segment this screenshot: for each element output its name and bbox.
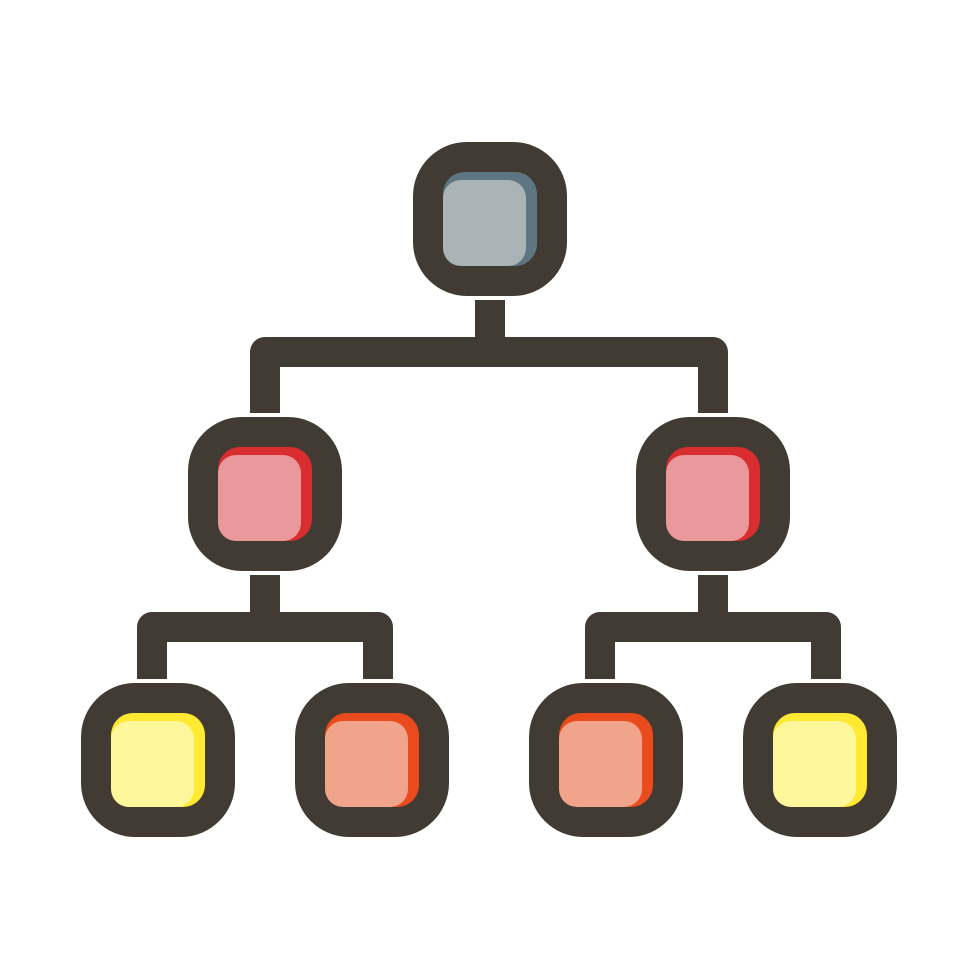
leaf-node-icon xyxy=(77,679,239,841)
connector-line-4 xyxy=(137,612,393,705)
node-fill xyxy=(218,455,301,541)
connector-line-6 xyxy=(585,612,841,705)
node-fill xyxy=(666,455,749,541)
leaf-node-icon xyxy=(739,679,901,841)
connector-line-2 xyxy=(250,337,728,440)
node-fill xyxy=(443,180,526,266)
node-fill xyxy=(111,721,194,807)
leaf-node-icon xyxy=(291,679,453,841)
branch-node-icon xyxy=(184,413,346,575)
node-fill xyxy=(559,721,642,807)
node-fill xyxy=(325,721,408,807)
branch-node-icon xyxy=(632,413,794,575)
root-node-icon xyxy=(409,138,571,300)
tree-nodes xyxy=(77,138,901,841)
node-fill xyxy=(773,721,856,807)
leaf-node-icon xyxy=(525,679,687,841)
